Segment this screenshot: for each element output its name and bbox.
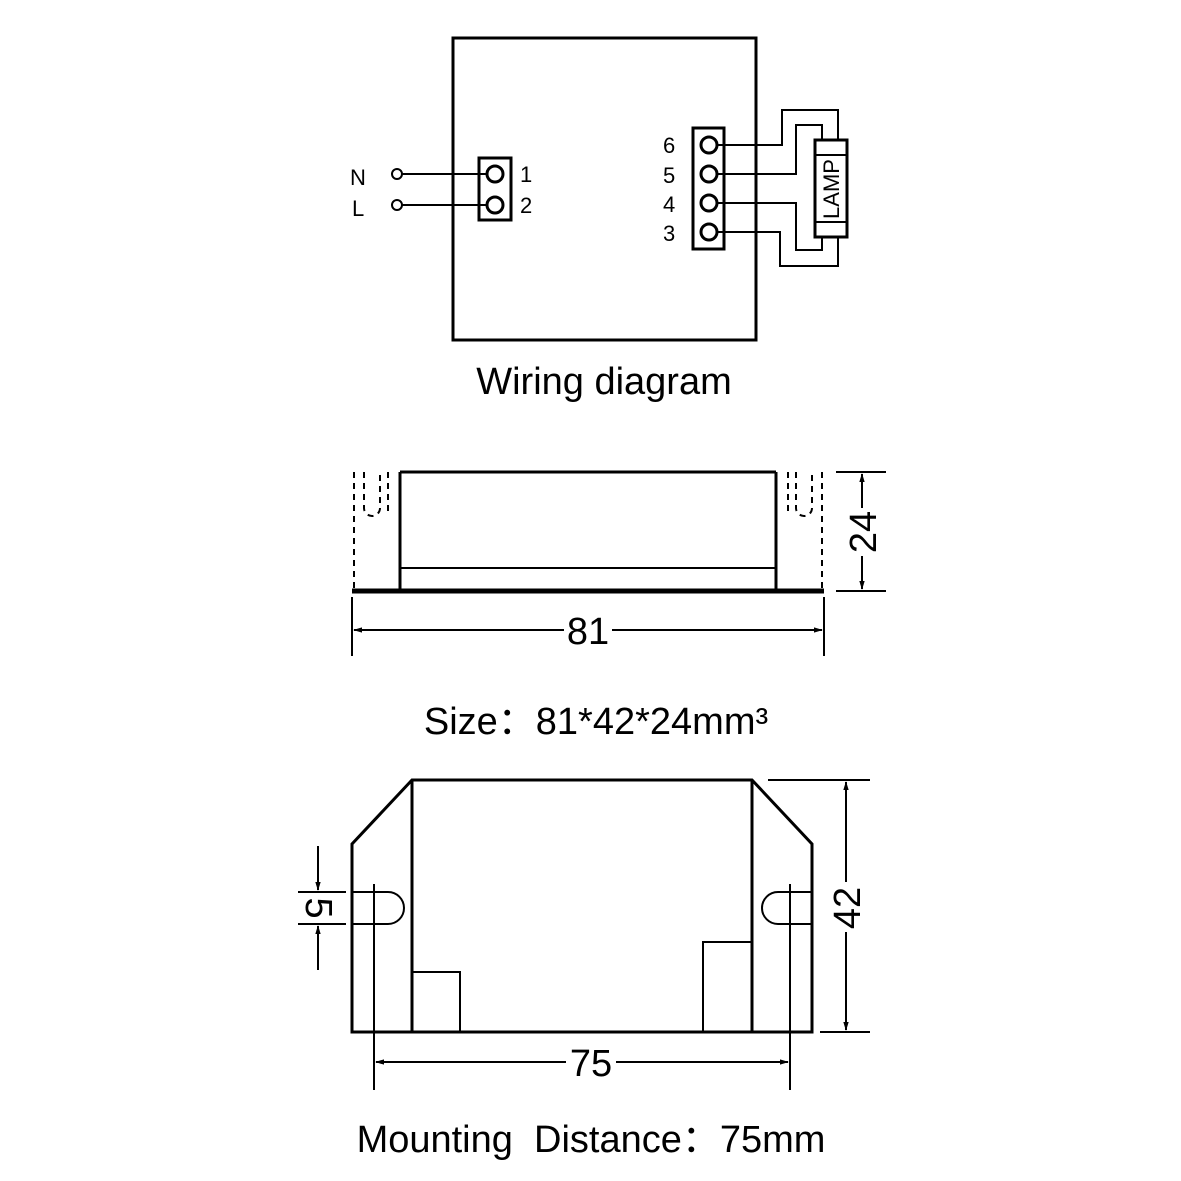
lamp-tube — [813, 138, 849, 239]
output-terminal-4 — [699, 193, 719, 213]
output-terminal-block — [691, 126, 726, 251]
top-view-outline — [350, 778, 814, 1034]
length-dimension-81: 81 — [567, 611, 609, 653]
slot-dimension-5: 5 — [297, 897, 339, 918]
neutral-input-node — [391, 168, 403, 180]
top-view-drawing: 5 42 75 Mounting Distance：75mm — [297, 778, 870, 1161]
input-terminal-2 — [485, 195, 505, 215]
left-terminal-housing — [411, 971, 461, 1033]
wiring-diagram: 1 2 N L 6 5 4 3 LAMP Wi — [350, 36, 849, 403]
output-terminal-3 — [699, 222, 719, 242]
output-terminal-6 — [699, 135, 719, 155]
size-caption: Size：81*42*24mm³ — [424, 701, 768, 743]
input-terminal-block — [477, 156, 513, 222]
height-dimension-24: 24 — [843, 511, 885, 553]
left-mounting-slot — [353, 472, 389, 588]
right-mounting-slot — [787, 472, 823, 588]
neutral-label: N — [350, 165, 366, 190]
lamp: LAMP — [813, 138, 849, 239]
wiring-diagram-caption: Wiring diagram — [476, 361, 732, 403]
input-terminal-1 — [485, 164, 505, 184]
lamp-label: LAMP — [819, 159, 844, 219]
right-terminal-housing — [702, 941, 753, 1033]
live-label: L — [352, 196, 364, 221]
ballast-body-outline — [451, 36, 758, 342]
lamp-wires — [717, 109, 839, 267]
width-dimension-42: 42 — [827, 887, 869, 929]
output-terminal-number-4: 4 — [663, 192, 675, 217]
side-view-drawing: 24 81 Size：81*42*24mm³ — [351, 470, 886, 743]
mounting-dimension-75: 75 — [570, 1043, 612, 1085]
mounting-distance-caption: Mounting Distance：75mm — [357, 1119, 826, 1161]
output-terminal-5 — [699, 164, 719, 184]
live-input-node — [391, 199, 403, 211]
output-terminal-number-6: 6 — [663, 133, 675, 158]
input-terminal-number-1: 1 — [520, 162, 532, 187]
output-terminal-number-3: 3 — [663, 221, 675, 246]
right-mounting-slot-hole — [761, 891, 812, 925]
output-terminal-number-5: 5 — [663, 163, 675, 188]
left-mounting-slot-hole — [352, 891, 405, 925]
input-terminal-number-2: 2 — [520, 193, 532, 218]
